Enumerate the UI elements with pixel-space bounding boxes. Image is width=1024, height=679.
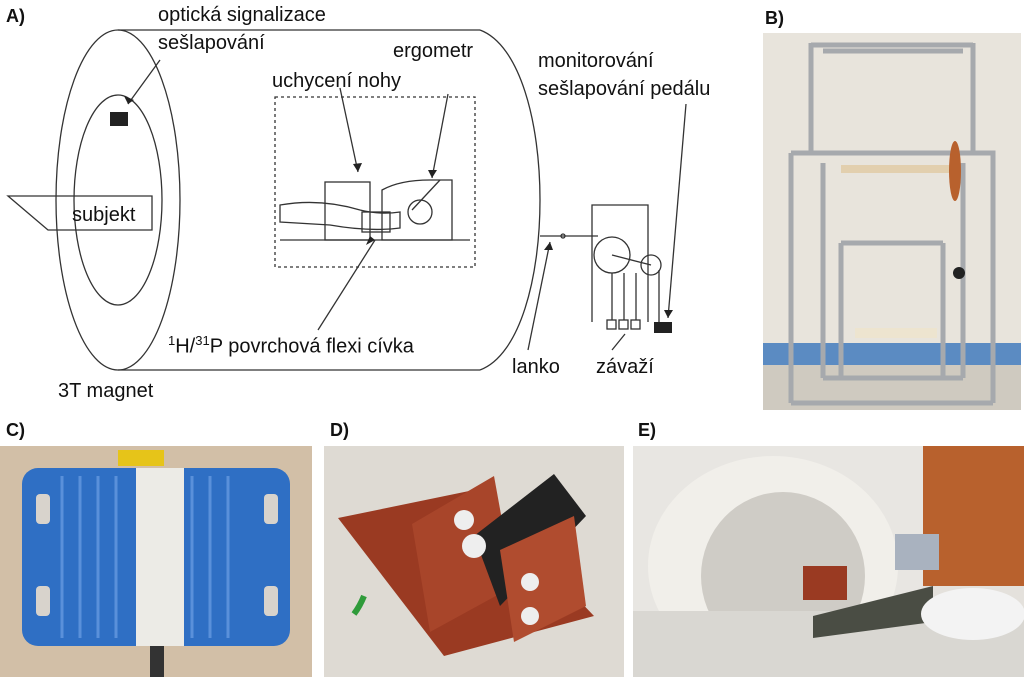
coil-detail (361, 211, 391, 233)
arrowhead-cable (544, 242, 553, 250)
photo-b-wall (763, 33, 1021, 343)
frame-photo (763, 33, 1021, 410)
label-p-mass: 31 (195, 333, 210, 348)
coil-handle-right-bottom (264, 586, 278, 616)
coil-handle-left-bottom (36, 586, 50, 616)
panel-label-c: C) (6, 420, 25, 440)
weight-3 (630, 319, 641, 330)
arrowhead-ergometer (428, 170, 437, 178)
coil-handle-right-top (264, 494, 278, 524)
ergometer-roller-mid (462, 534, 486, 558)
coil-warning-sticker (118, 450, 164, 466)
arrowhead-coil (366, 236, 375, 245)
label-monitoring: monitorování (538, 50, 654, 72)
frame-structure (788, 42, 996, 406)
frame-pulley-disc (949, 141, 961, 201)
arrow-leg-fixation (339, 87, 359, 173)
ergometer-detail (381, 179, 453, 241)
arrow-monitoring (667, 103, 687, 319)
magnet-bore-ellipse (73, 94, 163, 306)
ergometer-roller-bottom (521, 607, 539, 625)
weight-2 (618, 319, 629, 330)
frame-sensor (953, 267, 965, 279)
ergometer-pivot (407, 199, 433, 225)
pulley-belt (611, 254, 652, 266)
frame-weight-bars (855, 328, 937, 338)
label-weights: závaží (596, 356, 654, 378)
leg-outline (279, 201, 401, 231)
ergometer-right-plate (500, 516, 586, 642)
pedal-arm (411, 179, 441, 211)
ergometer-green-rope (351, 594, 367, 616)
arrow-coil (317, 239, 376, 331)
label-leg-fixation: uchycení nohy (272, 70, 401, 92)
label-cable: lanko (512, 356, 560, 378)
label-surface-coil: 1H/31P povrchová flexi cívka (168, 333, 414, 358)
pulley-small (640, 254, 662, 276)
coil-handle-left-top (36, 494, 50, 524)
scanner-panel (895, 534, 939, 570)
arrow-cable (527, 241, 551, 351)
arrow-weights (611, 333, 626, 351)
arrow-optical (127, 59, 161, 105)
label-coil-rest: P povrchová flexi cívka (209, 335, 414, 358)
patient-torso (921, 588, 1024, 640)
optical-sensor-icon (110, 112, 128, 126)
ergometer-roller-top (454, 510, 474, 530)
patient-legs (813, 586, 933, 638)
arrowhead-monitoring (664, 310, 673, 318)
coil-ribs (60, 476, 230, 638)
panel-label-b: B) (765, 8, 784, 28)
panel-label-e: E) (638, 420, 656, 440)
cable-connector (560, 233, 566, 239)
label-ergometer: ergometr (393, 40, 474, 62)
ergometer-roller-low (521, 573, 539, 591)
ergometer-left-plate (412, 476, 514, 632)
weight-strings (611, 273, 637, 320)
ergometer-photo (324, 446, 624, 677)
panel-label-a: A) (6, 6, 25, 26)
magnet-back-arc (479, 29, 541, 371)
coil-photo (0, 446, 312, 677)
setup-diagram (6, 29, 687, 371)
label-monitoring-line2: sešlapování pedálu (538, 78, 711, 100)
coil-cable (150, 646, 164, 677)
label-subject: subjekt (72, 204, 136, 226)
photo-b-floor-stripe (763, 343, 1021, 365)
coil-label-strip (136, 468, 184, 646)
panel-label-d: D) (330, 420, 349, 440)
frame-roller (841, 165, 951, 173)
label-optical-signal-line2: sešlapování (158, 32, 265, 54)
weight-1 (606, 319, 617, 330)
detail-box (274, 96, 476, 268)
monitor-sensor-icon (654, 322, 672, 333)
label-h-mass: 1 (168, 333, 176, 348)
arrow-ergometer (431, 93, 449, 179)
label-magnet: 3T magnet (58, 380, 154, 402)
patient-table (6, 195, 153, 231)
ergometer-on-bed (803, 566, 847, 600)
pulley-frame (591, 204, 649, 322)
label-h: H/ (175, 335, 196, 358)
label-optical-signal: optická signalizace (158, 4, 326, 26)
arrowhead-optical (124, 96, 134, 104)
scanner-photo (633, 446, 1024, 677)
arrowhead-leg (353, 163, 362, 172)
